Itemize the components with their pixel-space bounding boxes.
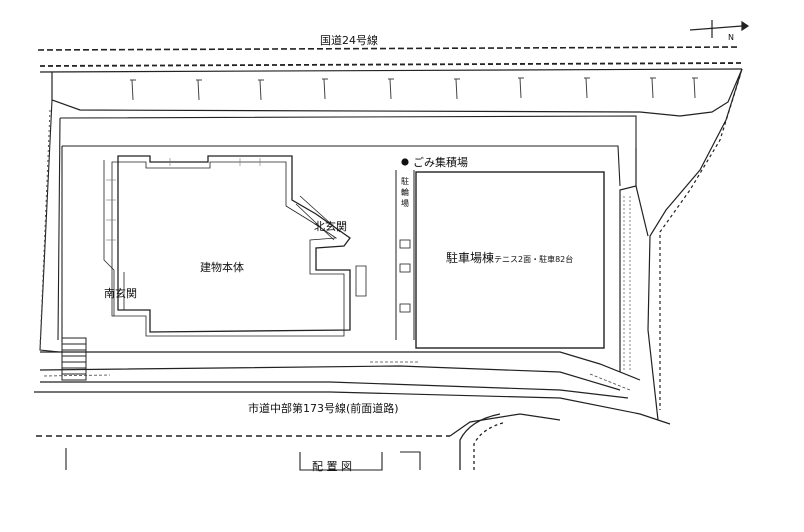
site-boundary: [39, 99, 637, 353]
right-side-hatching: [623, 196, 631, 372]
garbage-point-icon: [401, 158, 409, 166]
lower-right-road: [459, 413, 507, 470]
main-building-label: 建物本体: [200, 260, 244, 274]
parking-building: [415, 171, 605, 349]
bicycle-parking-label-2: 輪: [401, 187, 409, 197]
south-entrance-label: 南玄関: [104, 286, 137, 300]
bicycle-parking-area: [395, 170, 415, 340]
bicycle-parking-label-3: 場: [401, 198, 409, 208]
right-side-road: [619, 68, 743, 421]
staircase-icon: [61, 337, 87, 381]
north-entrance-label: 北玄関: [314, 219, 347, 233]
national-route-road: [37, 46, 743, 117]
sidewalk-pattern: [43, 361, 631, 391]
city-road: [34, 351, 671, 437]
parking-building-label: 駐車場棟: [446, 250, 494, 265]
main-building: [103, 155, 367, 337]
north-label: N: [728, 33, 734, 42]
garbage-area-label: ごみ集積場: [413, 155, 468, 169]
bottom-frame: [65, 448, 421, 471]
left-dashed-margin: [39, 109, 51, 347]
building-hatching: [106, 158, 261, 241]
layout-title: 配 置 図: [312, 460, 352, 473]
parking-detail-label: テニス2面・駐車82台: [494, 254, 573, 264]
embankment-marks: [130, 77, 698, 101]
bicycle-parking-label-1: 駐: [401, 176, 409, 186]
city-road-label: 市道中部第173号線(前面道路): [248, 401, 399, 415]
national-route-label: 国道24号線: [320, 33, 378, 47]
north-arrow-icon: [689, 20, 750, 38]
